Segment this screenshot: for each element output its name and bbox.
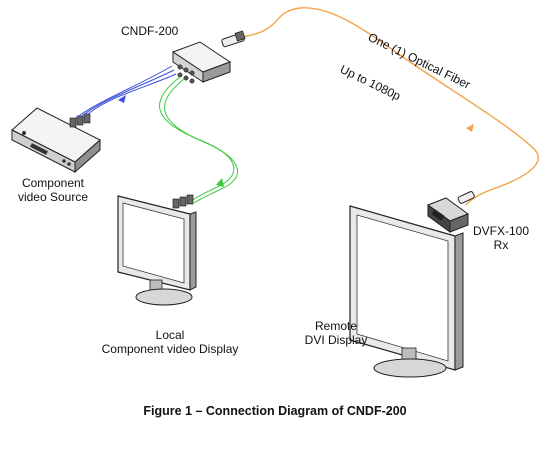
local-label-line2: Component video Display — [101, 342, 239, 356]
dvfx-label-line1: DVFX-100 — [472, 224, 530, 238]
component-video-source — [11, 107, 101, 174]
fiber-connector-tx — [221, 30, 246, 48]
source-label: Component video Source — [14, 176, 92, 204]
figure-caption: Figure 1 – Connection Diagram of CNDF-20… — [143, 404, 407, 418]
blue-arrow-icon — [118, 95, 126, 103]
local-display-label: Local Component video Display — [95, 328, 245, 356]
source-label-line2: video Source — [17, 190, 89, 204]
dvfx-100-rx-device — [426, 197, 470, 233]
component-cable-green — [159, 76, 238, 204]
local-label-line1: Local — [155, 328, 185, 342]
fiber-connector-rx — [457, 191, 475, 204]
source-label-line1: Component — [21, 176, 85, 190]
local-rca-plugs — [172, 194, 194, 209]
dvfx-label: DVFX-100 Rx — [468, 224, 534, 252]
cndf-200-label: CNDF-200 — [121, 24, 179, 38]
component-cable-blue — [75, 65, 177, 119]
optical-fiber-cable — [241, 7, 539, 206]
remote-label-line2: DVI Display — [304, 333, 368, 347]
dvfx-label-line2: Rx — [493, 238, 509, 252]
fiber-arrow-icon — [466, 124, 474, 132]
local-display-monitor — [117, 195, 197, 306]
remote-display-label: Remote DVI Display — [296, 319, 376, 347]
cndf-200-device — [171, 41, 232, 84]
green-arrow-icon — [216, 178, 224, 187]
remote-label-line1: Remote — [314, 319, 358, 333]
source-rca-plugs — [69, 113, 91, 128]
remote-display-monitor — [349, 205, 464, 378]
